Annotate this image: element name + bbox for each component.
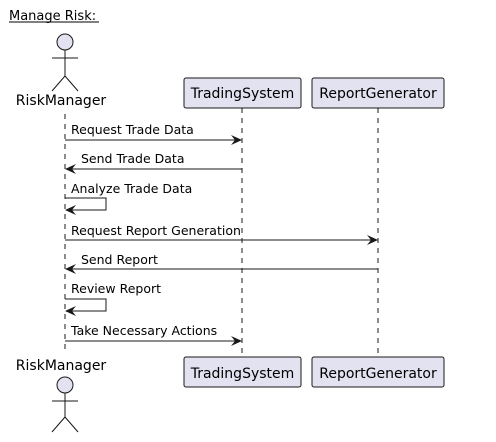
- participant-bottom-trading-system: TradingSystem: [183, 356, 302, 388]
- actor-top-label: RiskManager: [16, 93, 107, 109]
- message-label: Send Trade Data: [81, 151, 185, 166]
- actor-bottom-risk-manager: RiskManager: [16, 358, 107, 433]
- message-take-necessary-actions: Take Necessary Actions: [65, 323, 242, 346]
- actor-head-icon: [56, 33, 74, 51]
- actor-bottom-label: RiskManager: [16, 358, 107, 374]
- arrowhead-icon: [231, 336, 242, 346]
- arrowhead-icon: [231, 135, 242, 145]
- participant-bottom-trading-system-label: TradingSystem: [190, 366, 295, 382]
- diagram-title: Manage Risk:: [9, 9, 96, 24]
- message-analyze-trade-data: Analyze Trade Data: [65, 181, 192, 215]
- participant-top-trading-system: TradingSystem: [183, 77, 302, 109]
- participant-bottom-report-generator: ReportGenerator: [311, 356, 445, 388]
- message-send-report: Send Report: [65, 252, 378, 274]
- arrowhead-icon: [65, 306, 76, 316]
- participant-bottom-report-generator-label: ReportGenerator: [319, 366, 437, 382]
- arrowhead-icon: [65, 264, 76, 274]
- message-label: Send Report: [81, 252, 158, 267]
- arrowhead-icon: [65, 205, 76, 215]
- participant-top-trading-system-label: TradingSystem: [190, 86, 295, 102]
- arrowhead-icon: [65, 164, 76, 174]
- message-label: Analyze Trade Data: [71, 181, 192, 196]
- arrowhead-icon: [367, 235, 378, 245]
- participant-top-report-generator-label: ReportGenerator: [319, 86, 437, 102]
- message-label: Review Report: [71, 281, 161, 296]
- message-label: Request Report Generation: [71, 223, 241, 238]
- message-label: Request Trade Data: [71, 122, 194, 137]
- message-request-trade-data: Request Trade Data: [65, 122, 242, 145]
- message-request-report-generation: Request Report Generation: [65, 223, 378, 245]
- message-label: Take Necessary Actions: [70, 323, 217, 338]
- participant-top-report-generator: ReportGenerator: [311, 77, 445, 109]
- message-review-report: Review Report: [65, 281, 161, 316]
- actor-top-risk-manager: RiskManager: [16, 33, 107, 109]
- actor-head-icon: [56, 376, 74, 394]
- message-send-trade-data: Send Trade Data: [65, 151, 242, 174]
